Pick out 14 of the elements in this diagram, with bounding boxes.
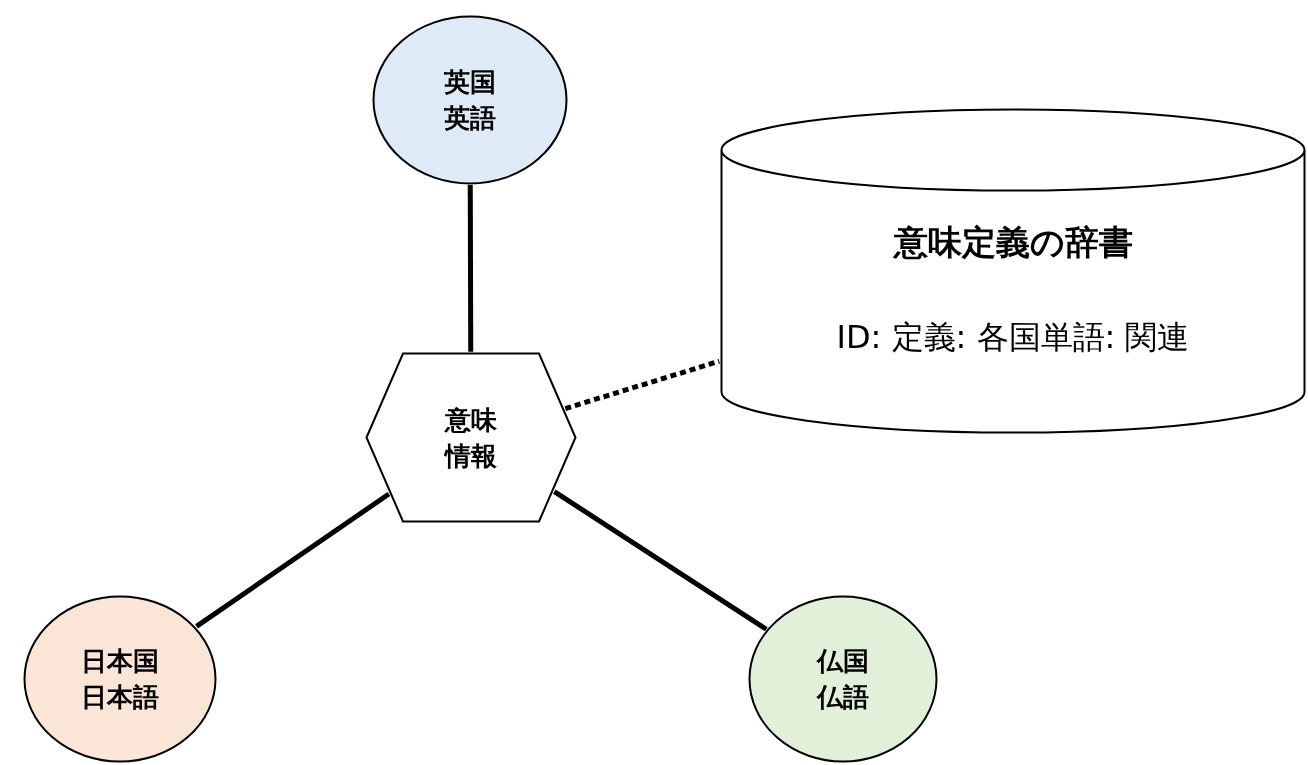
node-label: 日本語: [80, 681, 160, 714]
dictionary-title: 意味定義の辞書: [892, 221, 1134, 264]
connector-line: [552, 489, 768, 632]
node-label: 情報: [443, 439, 498, 473]
connector-line: [467, 185, 474, 352]
connector-line: [195, 491, 391, 629]
node-label: 英国: [443, 66, 497, 99]
node-label: 仏語: [815, 681, 870, 714]
field-list: ID: 定義: 各国単語: 関連: [720, 316, 1306, 358]
node-label: 日本国: [80, 645, 160, 678]
connector-line: [564, 358, 720, 411]
node-label: 意味: [443, 403, 498, 437]
node-label: 英語: [443, 102, 497, 135]
node-label: 仏国: [815, 645, 870, 678]
